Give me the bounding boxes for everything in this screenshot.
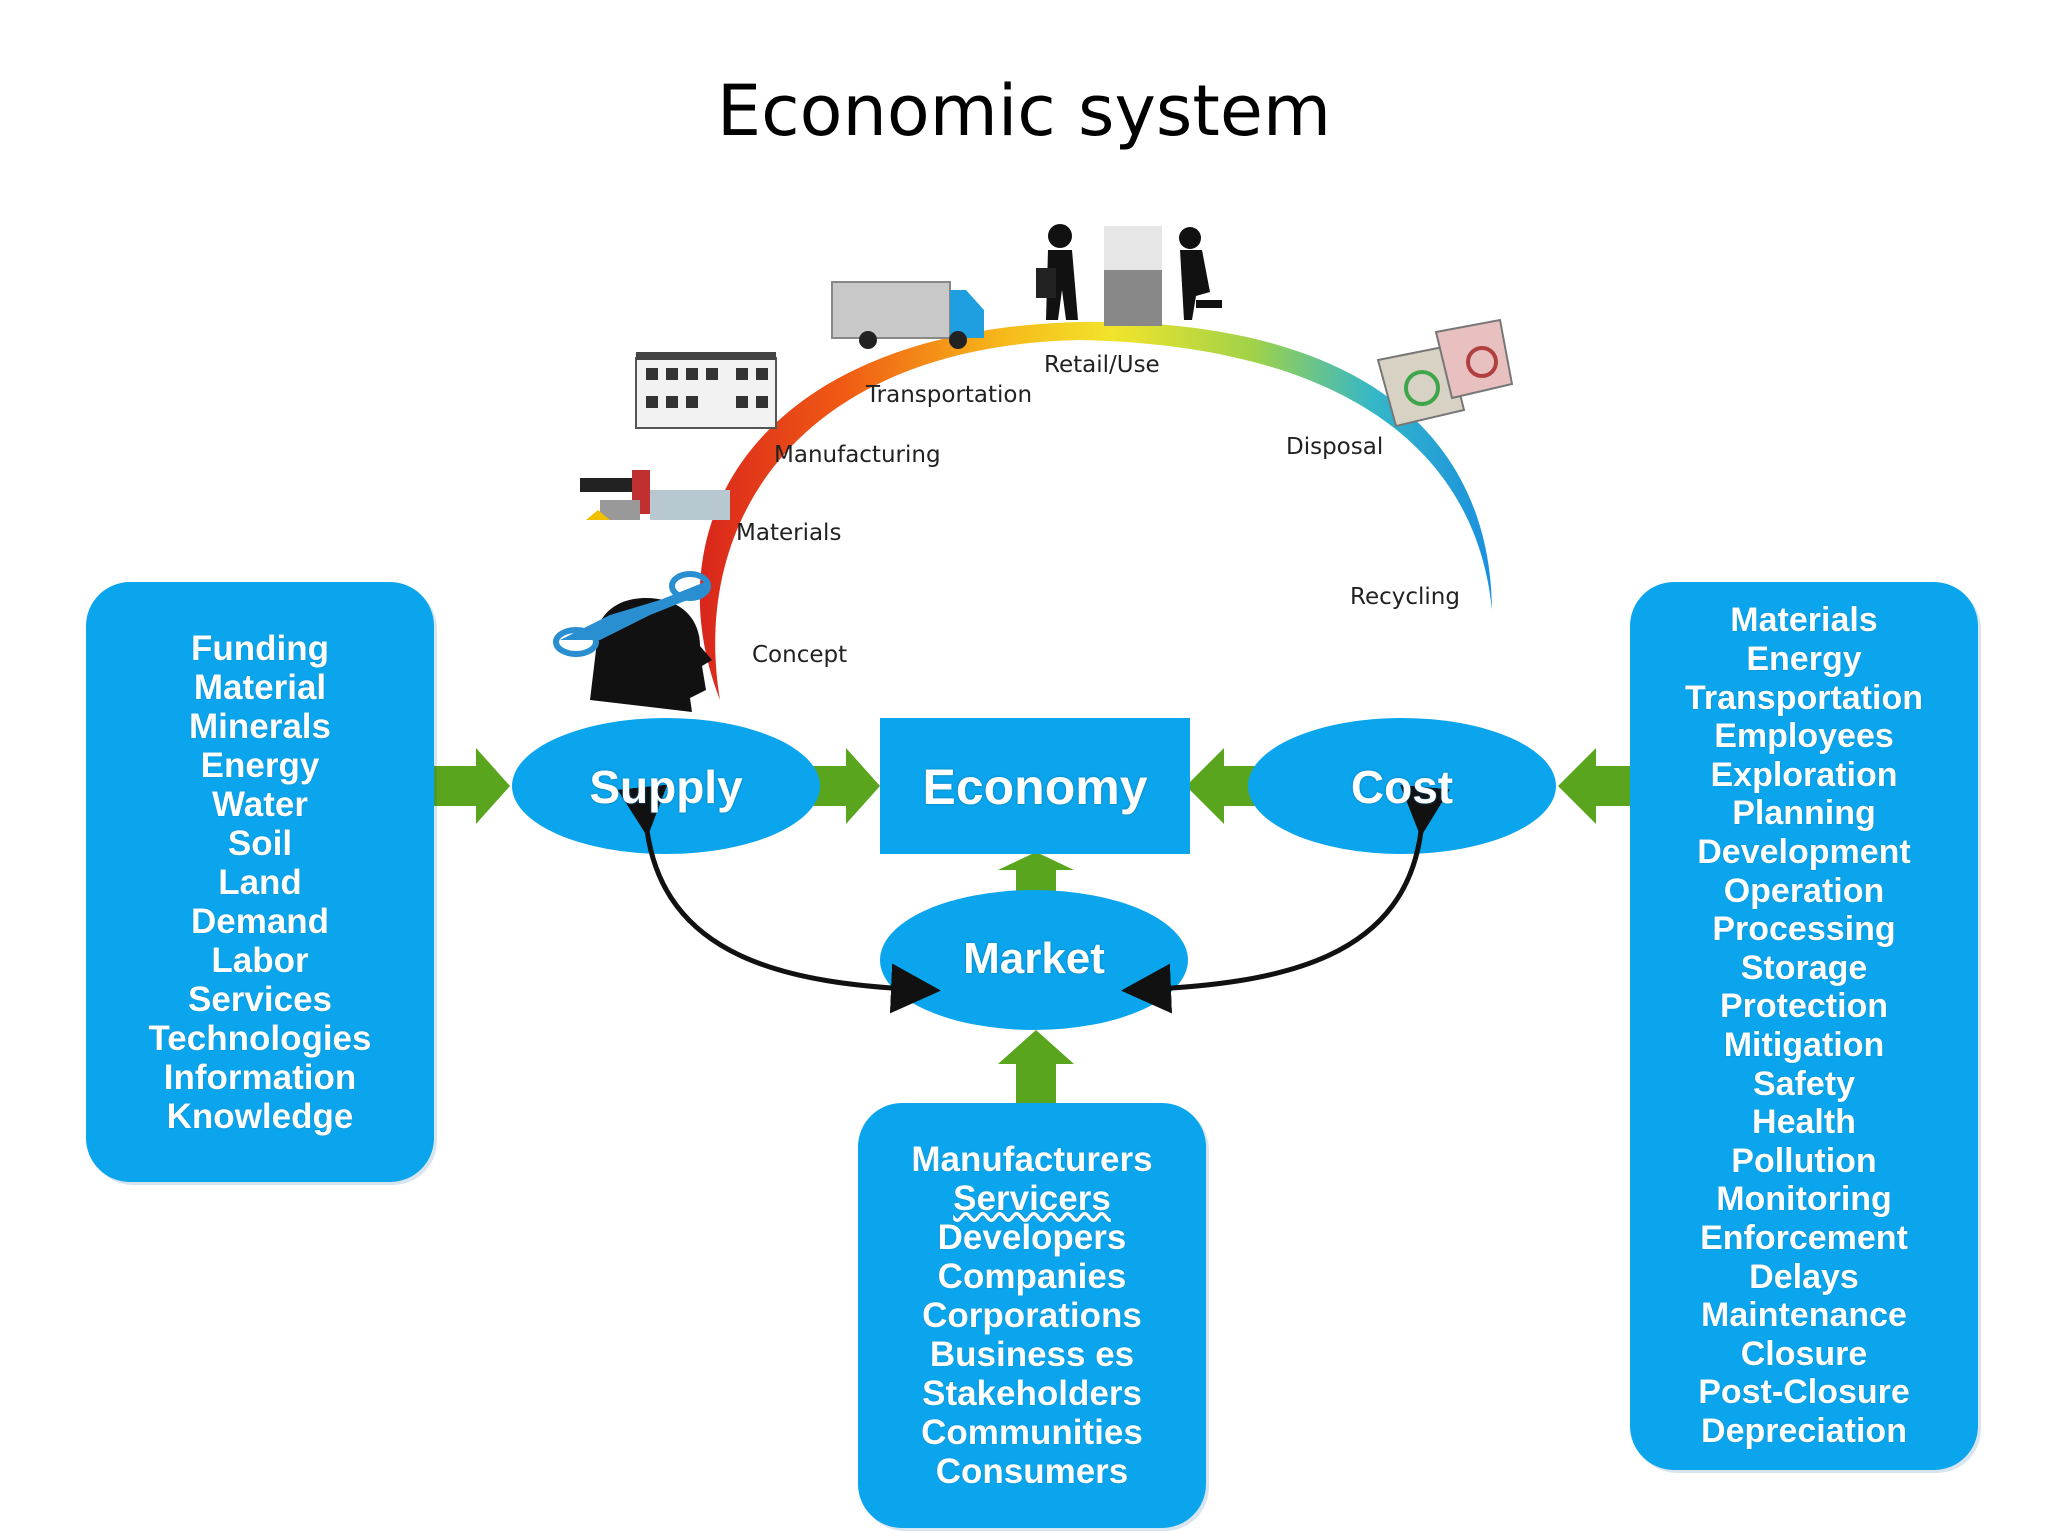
stage-recycling-label: Recycling [1350, 584, 1460, 610]
list-item: Employees [1714, 717, 1894, 756]
thinking-head-icon [553, 571, 712, 712]
list-item: Safety [1752, 1064, 1856, 1103]
list-item: Servicers [953, 1179, 1111, 1218]
list-item: Transportation [1684, 678, 1924, 717]
list-item: Monitoring [1716, 1180, 1892, 1219]
list-item: Manufacturers [911, 1140, 1153, 1179]
recycling-bins-icon [1376, 318, 1514, 428]
list-item: Technologies [148, 1018, 372, 1058]
market-label: Market [963, 934, 1105, 983]
list-item: Business es [929, 1335, 1135, 1374]
list-item: Energy [200, 745, 320, 785]
retail-people-icon [1036, 224, 1222, 326]
list-item: Demand [190, 901, 330, 941]
arrow-inputs-to-supply [418, 748, 510, 824]
stage-transportation-label: Transportation [866, 382, 1033, 408]
market-participants-box: Manufacturers Servicers Developers Compa… [858, 1103, 1206, 1528]
list-item: Energy [1746, 640, 1862, 679]
cost-market-link [1121, 784, 1450, 1014]
list-item: Health [1752, 1103, 1856, 1142]
arrow-participants-to-market [998, 1030, 1074, 1118]
list-item: Enforcement [1700, 1218, 1908, 1257]
list-item: Information [163, 1057, 357, 1097]
list-item: Water [212, 784, 308, 824]
truck-icon [831, 281, 984, 349]
list-item: Pollution [1731, 1141, 1877, 1180]
list-item: Funding [190, 628, 329, 668]
stage-manufacturing-label: Manufacturing [774, 442, 941, 468]
page-title: Economic system [716, 70, 1332, 152]
list-item: Labor [211, 940, 309, 980]
list-item: Mitigation [1723, 1026, 1885, 1064]
list-item: Processing [1712, 910, 1896, 949]
list-item: Development [1697, 833, 1911, 872]
supply-market-link [617, 784, 941, 1014]
list-item: Post-Closure [1698, 1373, 1910, 1412]
list-item: Operation [1723, 871, 1885, 910]
list-item: Corporations [922, 1296, 1142, 1335]
list-item: Protection [1719, 987, 1889, 1026]
list-item: Services [187, 979, 333, 1019]
list-item: Developers [937, 1218, 1127, 1257]
cost-factors-box: Materials Energy Transportation Employee… [1630, 582, 1978, 1470]
market-node [880, 890, 1188, 1030]
list-item: Communities [921, 1413, 1143, 1452]
list-item: Exploration [1710, 755, 1898, 794]
list-item: Minerals [189, 706, 331, 746]
list-item: Material [193, 667, 327, 707]
list-item: Stakeholders [922, 1374, 1142, 1413]
arrow-factors-to-cost [1558, 748, 1646, 824]
list-item: Knowledge [166, 1096, 354, 1136]
list-item: Planning [1732, 794, 1876, 833]
list-item: Closure [1740, 1334, 1868, 1373]
list-item: Companies [937, 1257, 1127, 1296]
supply-label: Supply [589, 761, 743, 813]
list-item: Depreciation [1701, 1411, 1907, 1450]
list-item: Storage [1740, 948, 1868, 987]
stage-materials-label: Materials [736, 520, 842, 546]
mining-icon [580, 470, 730, 520]
list-item: Soil [227, 823, 293, 863]
stage-concept-label: Concept [752, 642, 848, 668]
list-item: Consumers [935, 1452, 1129, 1491]
list-item: Materials [1730, 601, 1878, 640]
supply-inputs-box: Funding Material Minerals Energy Water S… [86, 582, 434, 1182]
list-item: Delays [1749, 1257, 1859, 1296]
stage-retail-use-label: Retail/Use [1044, 352, 1160, 378]
stage-disposal-label: Disposal [1286, 434, 1384, 460]
list-item: Maintenance [1701, 1296, 1907, 1335]
cost-label: Cost [1350, 761, 1454, 813]
economy-label: Economy [922, 759, 1148, 815]
list-item: Land [218, 862, 302, 902]
factory-icon [635, 352, 777, 429]
